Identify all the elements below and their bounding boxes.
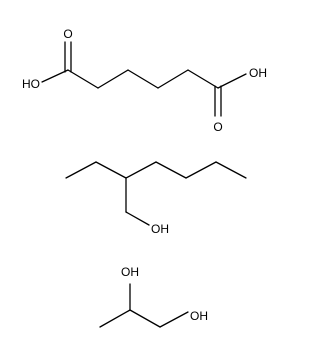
structure-canvas: O HO O OH OH OH OH — [22, 27, 267, 328]
atom-label-oh: OH — [121, 265, 139, 279]
molecule-2-ethylhexanol: OH — [65, 161, 247, 236]
bond — [215, 161, 247, 179]
atom-label-o: O — [63, 27, 72, 41]
bond — [187, 69, 219, 89]
atom-label-o: O — [213, 120, 222, 134]
bond — [159, 311, 189, 328]
bond — [217, 73, 247, 89]
bond — [95, 161, 127, 179]
atom-label-ho: HO — [22, 77, 40, 91]
bond — [41, 69, 69, 83]
atom-label-oh: OH — [151, 222, 169, 236]
atom-label-oh: OH — [249, 66, 267, 80]
atom-label-oh: OH — [190, 309, 208, 323]
bond — [157, 69, 189, 89]
bond — [67, 69, 99, 89]
bond — [155, 161, 187, 179]
bond — [185, 161, 217, 179]
bond — [125, 161, 157, 179]
bond — [65, 161, 97, 179]
molecule-adipic-acid: O HO O OH — [22, 27, 267, 134]
bond — [129, 309, 161, 328]
molecule-propylene-glycol: OH OH — [99, 265, 208, 328]
bond — [97, 69, 129, 89]
bond — [99, 309, 131, 328]
bond — [125, 211, 150, 226]
bond — [127, 69, 159, 89]
